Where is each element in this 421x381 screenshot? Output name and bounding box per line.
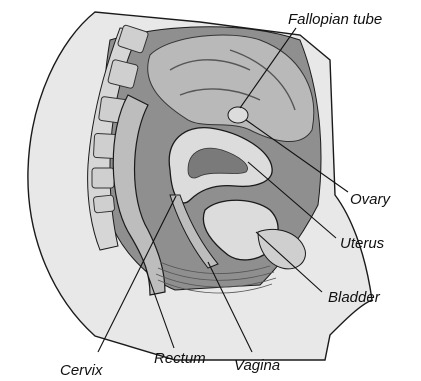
label-bladder: Bladder xyxy=(328,289,381,306)
label-fallopian-tube: Fallopian tube xyxy=(288,11,382,28)
ovary-organ xyxy=(228,107,248,123)
label-vagina: Vagina xyxy=(234,357,280,374)
label-cervix: Cervix xyxy=(60,362,103,379)
label-uterus: Uterus xyxy=(340,235,385,252)
label-ovary: Ovary xyxy=(350,191,392,208)
label-rectum: Rectum xyxy=(154,350,206,367)
